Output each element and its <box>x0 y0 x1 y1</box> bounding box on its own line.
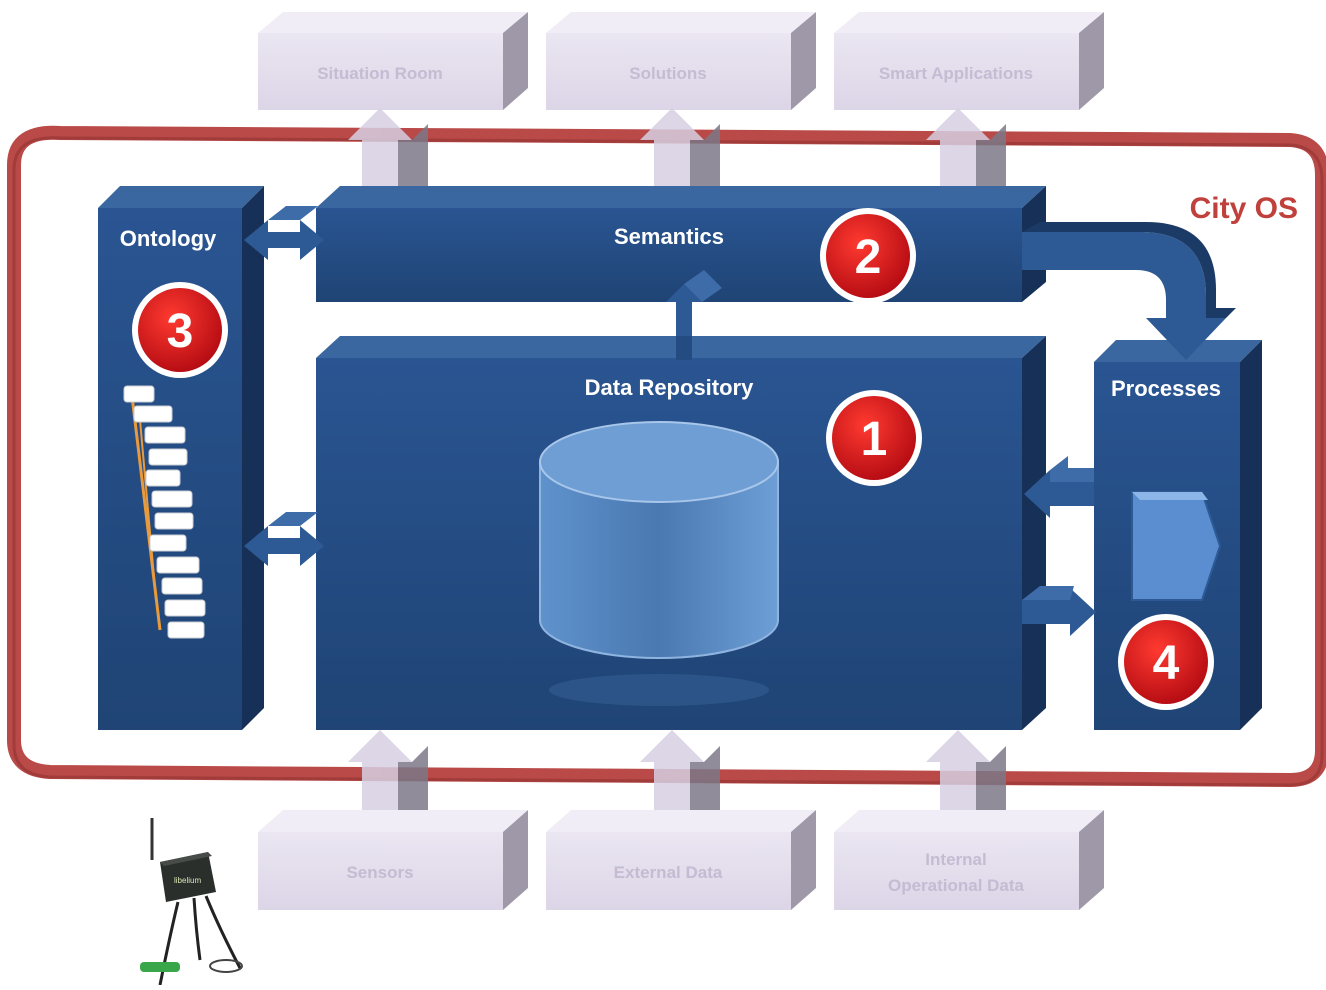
ontology-tree-icon <box>123 385 206 639</box>
bottom-box-internal-label-line2: Operational Data <box>888 876 1025 895</box>
up-arrow-internal-data <box>926 730 1006 830</box>
bottom-box-internal-label-line1: Internal <box>925 850 986 869</box>
bottom-box-sensors-label: Sensors <box>346 863 413 882</box>
sensor-gateway-device-image: libelium <box>140 818 243 986</box>
database-icon <box>539 421 779 706</box>
top-box-situation-room <box>258 12 528 110</box>
badge-3 <box>132 282 228 378</box>
bottom-box-external-data-label: External Data <box>614 863 723 882</box>
arrow-processes-to-repository <box>1024 456 1094 518</box>
ontology-label: Ontology <box>120 226 217 251</box>
up-arrow-sensors <box>348 730 428 830</box>
badge-2 <box>820 208 916 304</box>
bottom-box-external-data <box>546 810 816 910</box>
badge-1-number: 1 <box>861 413 888 466</box>
badge-4-number: 4 <box>1153 637 1180 690</box>
badge-3-number: 3 <box>167 305 194 358</box>
processes-label: Processes <box>1111 376 1221 401</box>
city-os-label: City OS <box>1190 192 1298 225</box>
arrow-repository-to-processes <box>1022 586 1096 636</box>
top-box-solutions <box>546 12 816 110</box>
bottom-box-internal-operational-data <box>834 810 1104 910</box>
arrow-ontology-semantics <box>244 206 324 260</box>
process-chevron-icon <box>1131 491 1222 601</box>
semantics-label: Semantics <box>614 224 724 249</box>
top-box-solutions-label: Solutions <box>629 64 706 83</box>
top-box-smart-applications <box>834 12 1104 110</box>
badge-1 <box>826 390 922 486</box>
arrow-semantics-repository <box>666 270 722 360</box>
bottom-box-sensors <box>258 810 528 910</box>
badge-2-number: 2 <box>855 231 882 284</box>
top-box-smart-applications-label: Smart Applications <box>879 64 1033 83</box>
data-repository-label: Data Repository <box>585 375 754 400</box>
up-arrow-external-data <box>640 730 720 830</box>
top-box-situation-room-label: Situation Room <box>317 64 443 83</box>
badge-4 <box>1118 614 1214 710</box>
device-label: libelium <box>174 876 201 885</box>
arrow-semantics-processes <box>1022 222 1236 360</box>
arrow-ontology-repository <box>244 512 324 566</box>
